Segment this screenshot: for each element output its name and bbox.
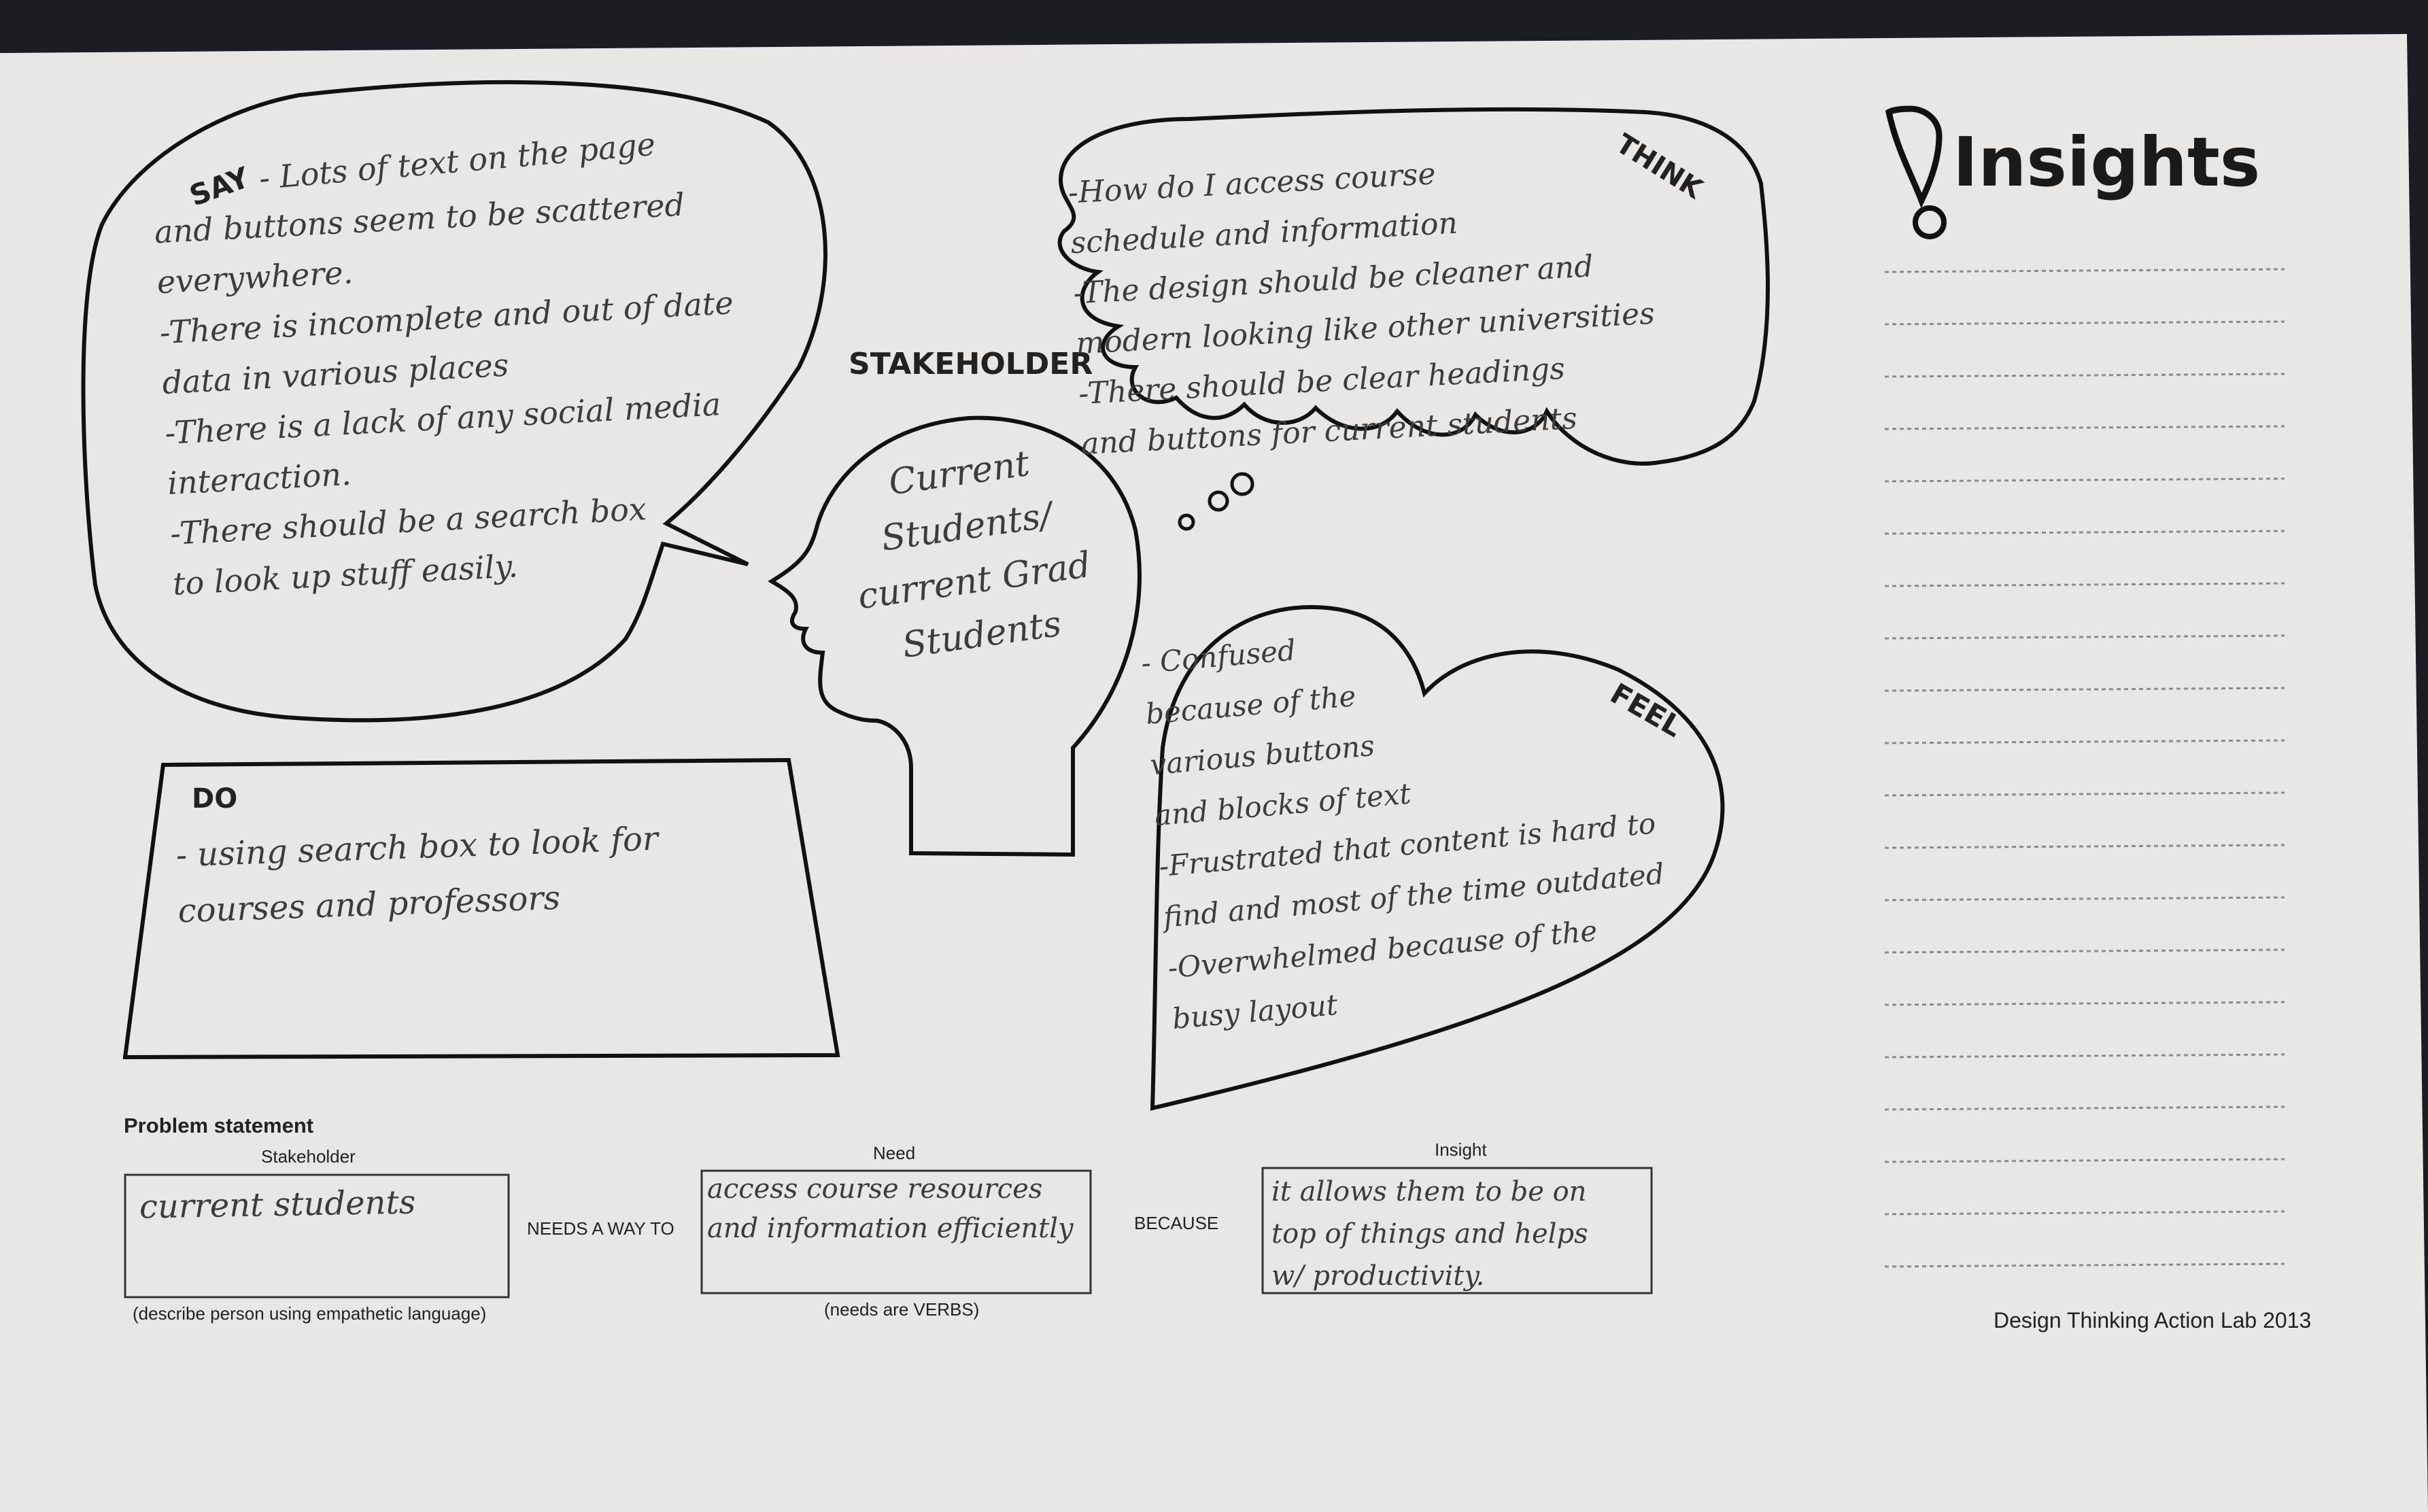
insights-title: Insights (1953, 122, 2261, 202)
insight-label: Insight (1435, 1139, 1487, 1160)
stakeholder-head (768, 415, 1142, 857)
stakeholder-label: Stakeholder (261, 1146, 356, 1167)
feel-heart (1150, 605, 1725, 1111)
thought-dot-large (1230, 472, 1254, 496)
say-text: and buttons seem to be scattered everywh… (153, 186, 734, 602)
do-text: - using search box to look for courses a… (175, 819, 659, 931)
footer-credit: Design Thinking Action Lab 2013 (1994, 1308, 2312, 1333)
paper (0, 34, 2428, 1512)
think-cloud (1057, 107, 1770, 466)
needs-connector: NEEDS A WAY TO (527, 1218, 674, 1239)
thought-dot-medium (1208, 490, 1229, 512)
because-connector: BECAUSE (1134, 1213, 1219, 1233)
need-label: Need (873, 1143, 916, 1163)
think-text: -How do I access course schedule and inf… (1067, 156, 1656, 462)
do-box (122, 757, 840, 1060)
need-box (700, 1169, 1092, 1294)
stakeholder-value-problem: current students (139, 1183, 416, 1226)
stakeholder-hint: (describe person using empathetic langua… (133, 1303, 487, 1324)
insight-value: it allows them to be on top of things an… (1271, 1176, 1588, 1292)
problem-statement-title: Problem statement (124, 1114, 314, 1137)
lightbulb-icon (1885, 105, 1947, 239)
say-bubble (81, 80, 827, 723)
need-value: access course resources and information … (707, 1173, 1074, 1244)
do-label: DO (192, 783, 238, 814)
need-hint: (needs are VERBS) (824, 1299, 980, 1320)
stakeholder-heading: STAKEHOLDER (849, 347, 1093, 381)
feel-text: - Confused because of the various button… (1140, 633, 1666, 1036)
insight-box (1261, 1167, 1653, 1294)
thought-dot-small (1178, 513, 1195, 531)
stakeholder-value: Current Students/ current Grad Students (855, 443, 1093, 666)
stakeholder-box (124, 1173, 510, 1299)
